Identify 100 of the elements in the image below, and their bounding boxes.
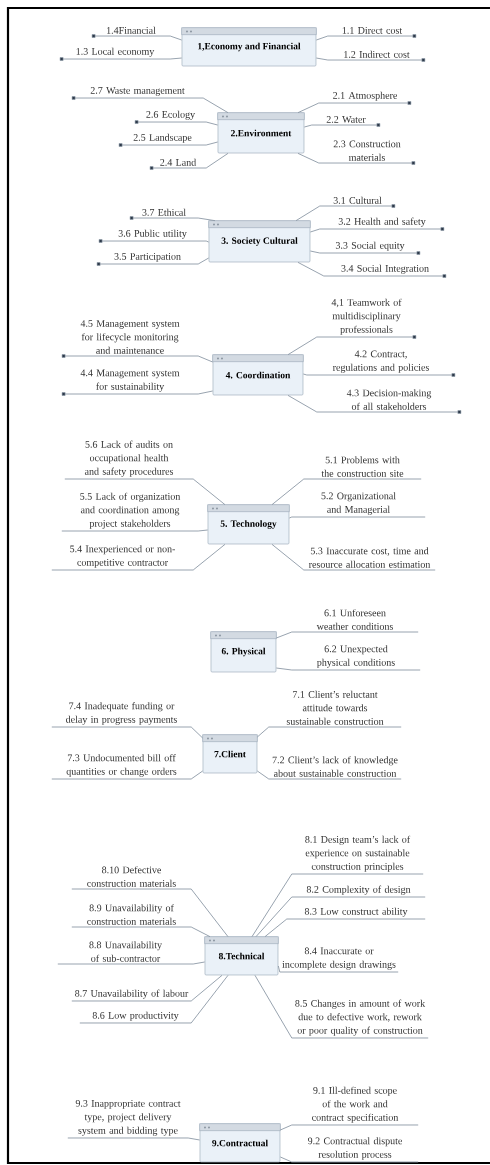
branch-line (57, 961, 206, 965)
branch-text: 3.7 Ethical (142, 208, 186, 216)
branch-text: 5.3 Inaccurate cost, time and resource allocation estimation (308, 547, 431, 568)
branch-line (271, 478, 422, 506)
branch-text: 5.6 Lack of audits on occupational health and safety procedures (84, 440, 174, 477)
branch-text: 7.1 Client’s reluctant attitude towards sustainable construction (286, 690, 384, 725)
branch-text: 4.3 Decision-making of all stakeholders (346, 389, 432, 410)
branch-line (287, 335, 417, 356)
branch-line (256, 770, 402, 780)
branch-line (98, 239, 210, 243)
branch-text: 6.1 Unforeseen weather conditions (316, 609, 393, 630)
branch-text: 4.4 Management system for sustainability (80, 369, 180, 392)
branch-line (96, 257, 210, 266)
branch-line (91, 34, 183, 41)
branch-text: 8.7 Unavailability of labour (75, 989, 189, 999)
branch-line (67, 1137, 201, 1141)
branch-line (303, 123, 381, 128)
branch-text: 4.2 Contract, regulations and policies (332, 350, 429, 373)
branch-line (275, 631, 419, 639)
topic-box: 7.Client (202, 734, 258, 774)
topic-box: 4. Coordination (212, 354, 304, 396)
branch-text: 8.1 Design team’s lack of experience on sustainable construction principles (305, 835, 411, 872)
branch-line (315, 34, 417, 41)
topic-box: 6. Physical (210, 631, 277, 673)
branch-text: 3.2 Health and safety (338, 217, 426, 227)
branch-text: 2.3 Construction materials (333, 140, 401, 161)
branch-text: 2.4 Land (160, 158, 197, 166)
branch-line (279, 1124, 419, 1131)
branch-text: 3.3 Social equity (335, 241, 405, 251)
branch-text: 8.10 Defective construction materials (87, 866, 176, 887)
branch-line (264, 918, 426, 938)
branch-line (309, 250, 421, 255)
branch-line (287, 394, 462, 414)
branch-text: 8.8 Unavailability of sub-contractor (89, 941, 162, 962)
branch-line (51, 726, 204, 739)
branch-text: 9.1 Ill-defined scope of the work and contract specification (312, 1086, 399, 1123)
branch-line (134, 120, 219, 126)
branch-line (275, 667, 421, 671)
branch-text: 2.7 Waste management (90, 87, 185, 96)
branch-line (51, 770, 204, 780)
branch-line (51, 543, 226, 571)
branch-line (59, 57, 183, 61)
branch-line (297, 261, 447, 278)
branch-line (118, 141, 219, 147)
branch-text: 2.1 Atmosphere (333, 91, 397, 101)
branch-line (61, 529, 209, 532)
branch-text: 7.3 Undocumented bill off quantities or change orders (66, 754, 177, 777)
branch-line (297, 152, 416, 165)
branch-line (61, 354, 214, 363)
branch-line (271, 543, 436, 571)
branch-line (71, 888, 229, 938)
topic-box: 1,Economy and Financial (181, 27, 317, 67)
branch-line (295, 204, 396, 222)
branch-line (61, 390, 214, 396)
branch-text: 1.1 Direct cost (342, 27, 403, 34)
branch-text: 4,1 Teamwork of multidisciplinary professionals (331, 298, 402, 335)
branch-text: 7.4 Inadequate funding or delay in progress payments (66, 702, 177, 725)
topic-box: 5. Technology (207, 504, 290, 545)
branch-text: 5.2 Organizational and Managerial (321, 492, 396, 515)
branch-line (129, 216, 216, 222)
branch-line (309, 227, 445, 233)
branch-text: 7.2 Client’s lack of knowledge about sustainable construction (272, 756, 398, 777)
branch-text: 1.3 Local economy (76, 47, 155, 57)
branch-line (288, 516, 426, 519)
branch-text: 2.6 Ecology (146, 110, 196, 120)
branch-text: 6.2 Unexpected physical conditions (317, 645, 395, 668)
branch-line (297, 101, 412, 114)
branch-text: 2.2 Water (326, 116, 366, 123)
branch-line (64, 478, 226, 506)
branch-text: 8.2 Complexity of design (306, 885, 411, 895)
branch-line (302, 373, 456, 377)
branch-line (71, 974, 223, 1002)
branch-text: 8.9 Unavailability of construction materials (87, 904, 176, 925)
branch-text: 3.5 Participation (114, 253, 181, 262)
branch-text: 8.6 Low productivity (92, 1011, 179, 1021)
branch-text: 5.4 Inexperienced or non-competitive contractor (70, 545, 175, 568)
branch-line (79, 974, 229, 1024)
branch-line (315, 57, 426, 62)
branch-text: 1.4Financial (107, 26, 156, 34)
branch-line (71, 96, 229, 114)
branch-line (251, 873, 424, 938)
branch-text: 8.4 Inaccurate or incomplete design drawings (282, 947, 396, 970)
branch-text: 5.5 Lack of organization and coordination among project stakeholders (80, 492, 181, 529)
branch-text: 4.5 Management system for lifecycle monitoring and maintenance (80, 320, 180, 354)
branch-text: 9.3 Inappropriate contract type, project delivery system and bidding type (75, 1100, 181, 1136)
branch-text: 9.2 Contractual dispute resolution process (307, 1137, 402, 1160)
branch-text: 3.4 Social Integration (341, 264, 429, 274)
branch-line (149, 152, 229, 170)
topic-box: 8.Technical (204, 936, 279, 976)
branch-text: 3.1 Cultural (333, 196, 382, 204)
branch-text: 3.6 Public utility (118, 229, 187, 239)
branch-text: 8.3 Low construct ability (304, 907, 408, 917)
branch-line (71, 926, 211, 938)
branch-text: 2.5 Landscape (133, 133, 192, 143)
branch-text: 1.2 Indirect cost (344, 50, 410, 58)
topic-box: 3. Society Cultural (208, 220, 311, 263)
branch-line (255, 896, 426, 938)
branch-line (279, 1156, 419, 1163)
branch-text: 8.5 Changes in amount of work due to defective work, rework or poor quality of construction (295, 999, 426, 1036)
branch-line (256, 726, 402, 738)
